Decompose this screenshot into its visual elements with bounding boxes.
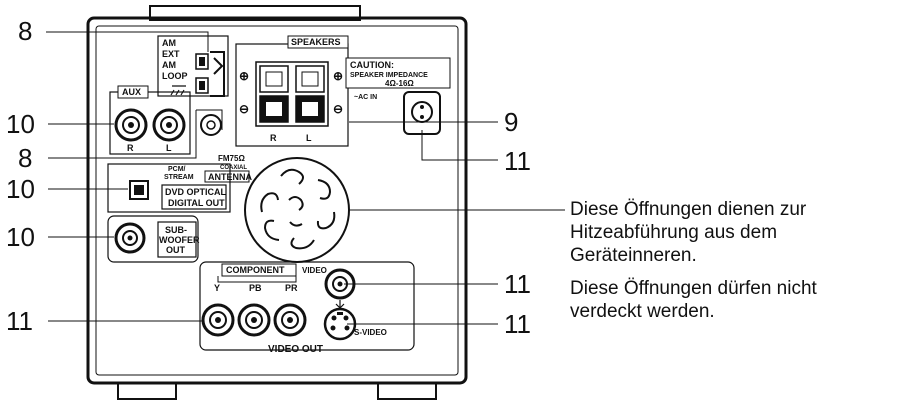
am-antenna-terminal: AM EXT AM LOOP — [157, 35, 229, 97]
dvd-optical-label: DVD OPTICAL — [165, 187, 227, 197]
am-label: AM — [162, 38, 176, 48]
sub-label: SUB- — [165, 225, 187, 235]
aux-jacks: AUX R L — [109, 85, 191, 155]
spk-plus-right: ⊕ — [333, 69, 343, 83]
am2-label: AM — [162, 60, 176, 70]
pcm-label: PCM/ — [168, 166, 186, 173]
speakers-label: SPEAKERS — [291, 37, 341, 47]
callout-10-aux: 10 — [6, 109, 35, 139]
note-line-2: Hitzeabführung aus dem — [570, 222, 777, 243]
caution-box: CAUTION: SPEAKER IMPEDANCE 4Ω-16Ω ~AC IN — [345, 57, 451, 101]
aux-l-label: L — [166, 143, 172, 153]
leader-lines — [46, 31, 565, 325]
pb-label: PB — [249, 283, 262, 293]
video-out-section: COMPONENT Y PB PR VIDEO S-VIDEO VIDEO OU… — [199, 261, 415, 355]
spk-minus-right: ⊖ — [333, 102, 343, 116]
spk-minus-left: ⊖ — [239, 102, 249, 116]
spk-l-label: L — [306, 133, 312, 143]
loop-label: LOOP — [162, 71, 188, 81]
optical-digital-out: PCM/ STREAM DVD OPTICAL DIGITAL OUT — [107, 163, 231, 213]
callout-8-am: 8 — [18, 16, 32, 46]
note-line-1: Diese Öffnungen dienen zur — [570, 199, 807, 220]
note-line-5: verdeckt werden. — [570, 301, 715, 322]
out-label: OUT — [166, 245, 186, 255]
digital-out-label: DIGITAL OUT — [168, 198, 225, 208]
aux-label: AUX — [122, 87, 141, 97]
callout-10-optical: 10 — [6, 174, 35, 204]
note-line-3: Geräteinneren. — [570, 245, 697, 266]
callout-11-video: 11 — [504, 269, 531, 299]
note-line-4: Diese Öffnungen dürfen nicht — [570, 278, 818, 299]
spk-plus-left: ⊕ — [239, 69, 249, 83]
aux-r-label: R — [127, 143, 134, 153]
fm-label: FM75Ω — [218, 154, 245, 163]
video-out-label: VIDEO OUT — [268, 344, 323, 355]
stream-label: STREAM — [164, 174, 194, 181]
ext-label: EXT — [162, 49, 180, 59]
coaxial-label: COAXIAL — [220, 165, 247, 171]
callout-9-speakers: 9 — [504, 107, 518, 137]
impedance-label: 4Ω-16Ω — [385, 79, 414, 88]
speaker-impedance-label: SPEAKER IMPEDANCE — [350, 72, 428, 79]
spk-r-label: R — [270, 133, 277, 143]
callout-11-ac: 11 — [504, 146, 531, 176]
callout-11-component: 11 — [6, 306, 33, 336]
ventilation-openings — [244, 157, 350, 263]
woofer-label: WOOFER — [159, 235, 200, 245]
callout-8-fm: 8 — [18, 143, 32, 173]
ac-in-label: ~AC IN — [354, 94, 377, 101]
caution-label: CAUTION: — [350, 60, 394, 70]
y-label: Y — [214, 283, 220, 293]
ac-inlet — [403, 91, 441, 135]
subwoofer-out: SUB- WOOFER OUT — [107, 215, 200, 263]
component-label: COMPONENT — [226, 265, 285, 275]
callout-11-svideo: 11 — [504, 309, 531, 339]
video-label: VIDEO — [302, 266, 327, 275]
device-body — [86, 5, 468, 400]
callout-10-subwoofer: 10 — [6, 222, 35, 252]
svideo-label: S-VIDEO — [354, 328, 387, 337]
speaker-terminals: SPEAKERS ⊕ ⊕ ⊖ ⊖ R L — [235, 35, 349, 147]
pr-label: PR — [285, 283, 298, 293]
